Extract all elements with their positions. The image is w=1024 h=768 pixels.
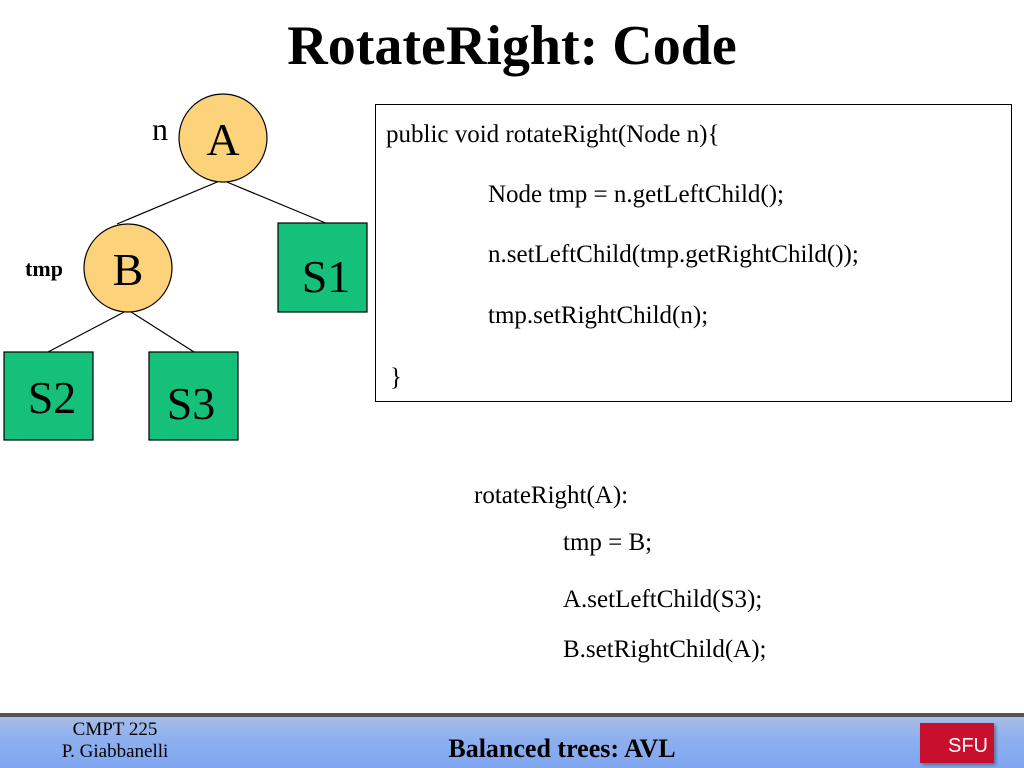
- tree-diagram: A n B tmp S1 S2 S3: [3, 93, 368, 441]
- node-a: A: [178, 93, 268, 183]
- code-line-set-left: n.setLeftChild(tmp.getRightChild());: [488, 241, 859, 268]
- subtree-s2-box: [3, 351, 94, 441]
- code-line-tmp-assign: Node tmp = n.getLeftChild();: [488, 181, 784, 208]
- code-line-set-right: tmp.setRightChild(n);: [488, 302, 709, 329]
- trace-line-set-left: A.setLeftChild(S3);: [563, 586, 763, 613]
- slide-title: RotateRight: Code: [287, 15, 737, 77]
- footer-instructor: P. Giabbanelli: [61, 741, 169, 762]
- subtree-s2-label: S2: [28, 372, 77, 423]
- subtree-s3: S3: [148, 351, 239, 441]
- code-line-signature: public void rotateRight(Node n){: [386, 121, 720, 148]
- trace-header: rotateRight(A):: [474, 482, 629, 509]
- subtree-s1-label: S1: [302, 251, 351, 302]
- subtree-s3-box: [148, 351, 239, 441]
- tmp-pointer-label: tmp: [25, 256, 63, 281]
- node-a-circle: [178, 93, 268, 183]
- subtree-s3-label: S3: [167, 378, 216, 429]
- edge-b-s2: [47, 309, 129, 353]
- n-pointer-label: n: [152, 111, 168, 147]
- footer-bar: CMPT 225 P. Giabbanelli Balanced trees: …: [0, 713, 1024, 768]
- node-b: B: [83, 223, 173, 313]
- footer-course-info: CMPT 225 P. Giabbanelli: [30, 719, 200, 763]
- edge-a-s1: [221, 179, 329, 225]
- edge-b-s3: [127, 309, 195, 353]
- edge-a-b: [116, 179, 223, 225]
- trace-line-set-right: B.setRightChild(A);: [563, 636, 767, 663]
- footer-title: Balanced trees: AVL: [448, 734, 676, 763]
- subtree-s1-box: [277, 222, 368, 313]
- node-b-circle: [83, 223, 173, 313]
- footer-course-code: CMPT 225: [72, 719, 158, 740]
- sfu-logo: SFU: [920, 723, 994, 763]
- node-b-label: B: [113, 244, 144, 295]
- code-box: public void rotateRight(Node n){ Node tm…: [375, 104, 1012, 402]
- subtree-s1: S1: [277, 222, 368, 313]
- subtree-s2: S2: [3, 351, 94, 441]
- node-a-label: A: [206, 114, 239, 165]
- trace-line-tmp: tmp = B;: [563, 529, 653, 556]
- code-line-close-brace: }: [390, 364, 402, 391]
